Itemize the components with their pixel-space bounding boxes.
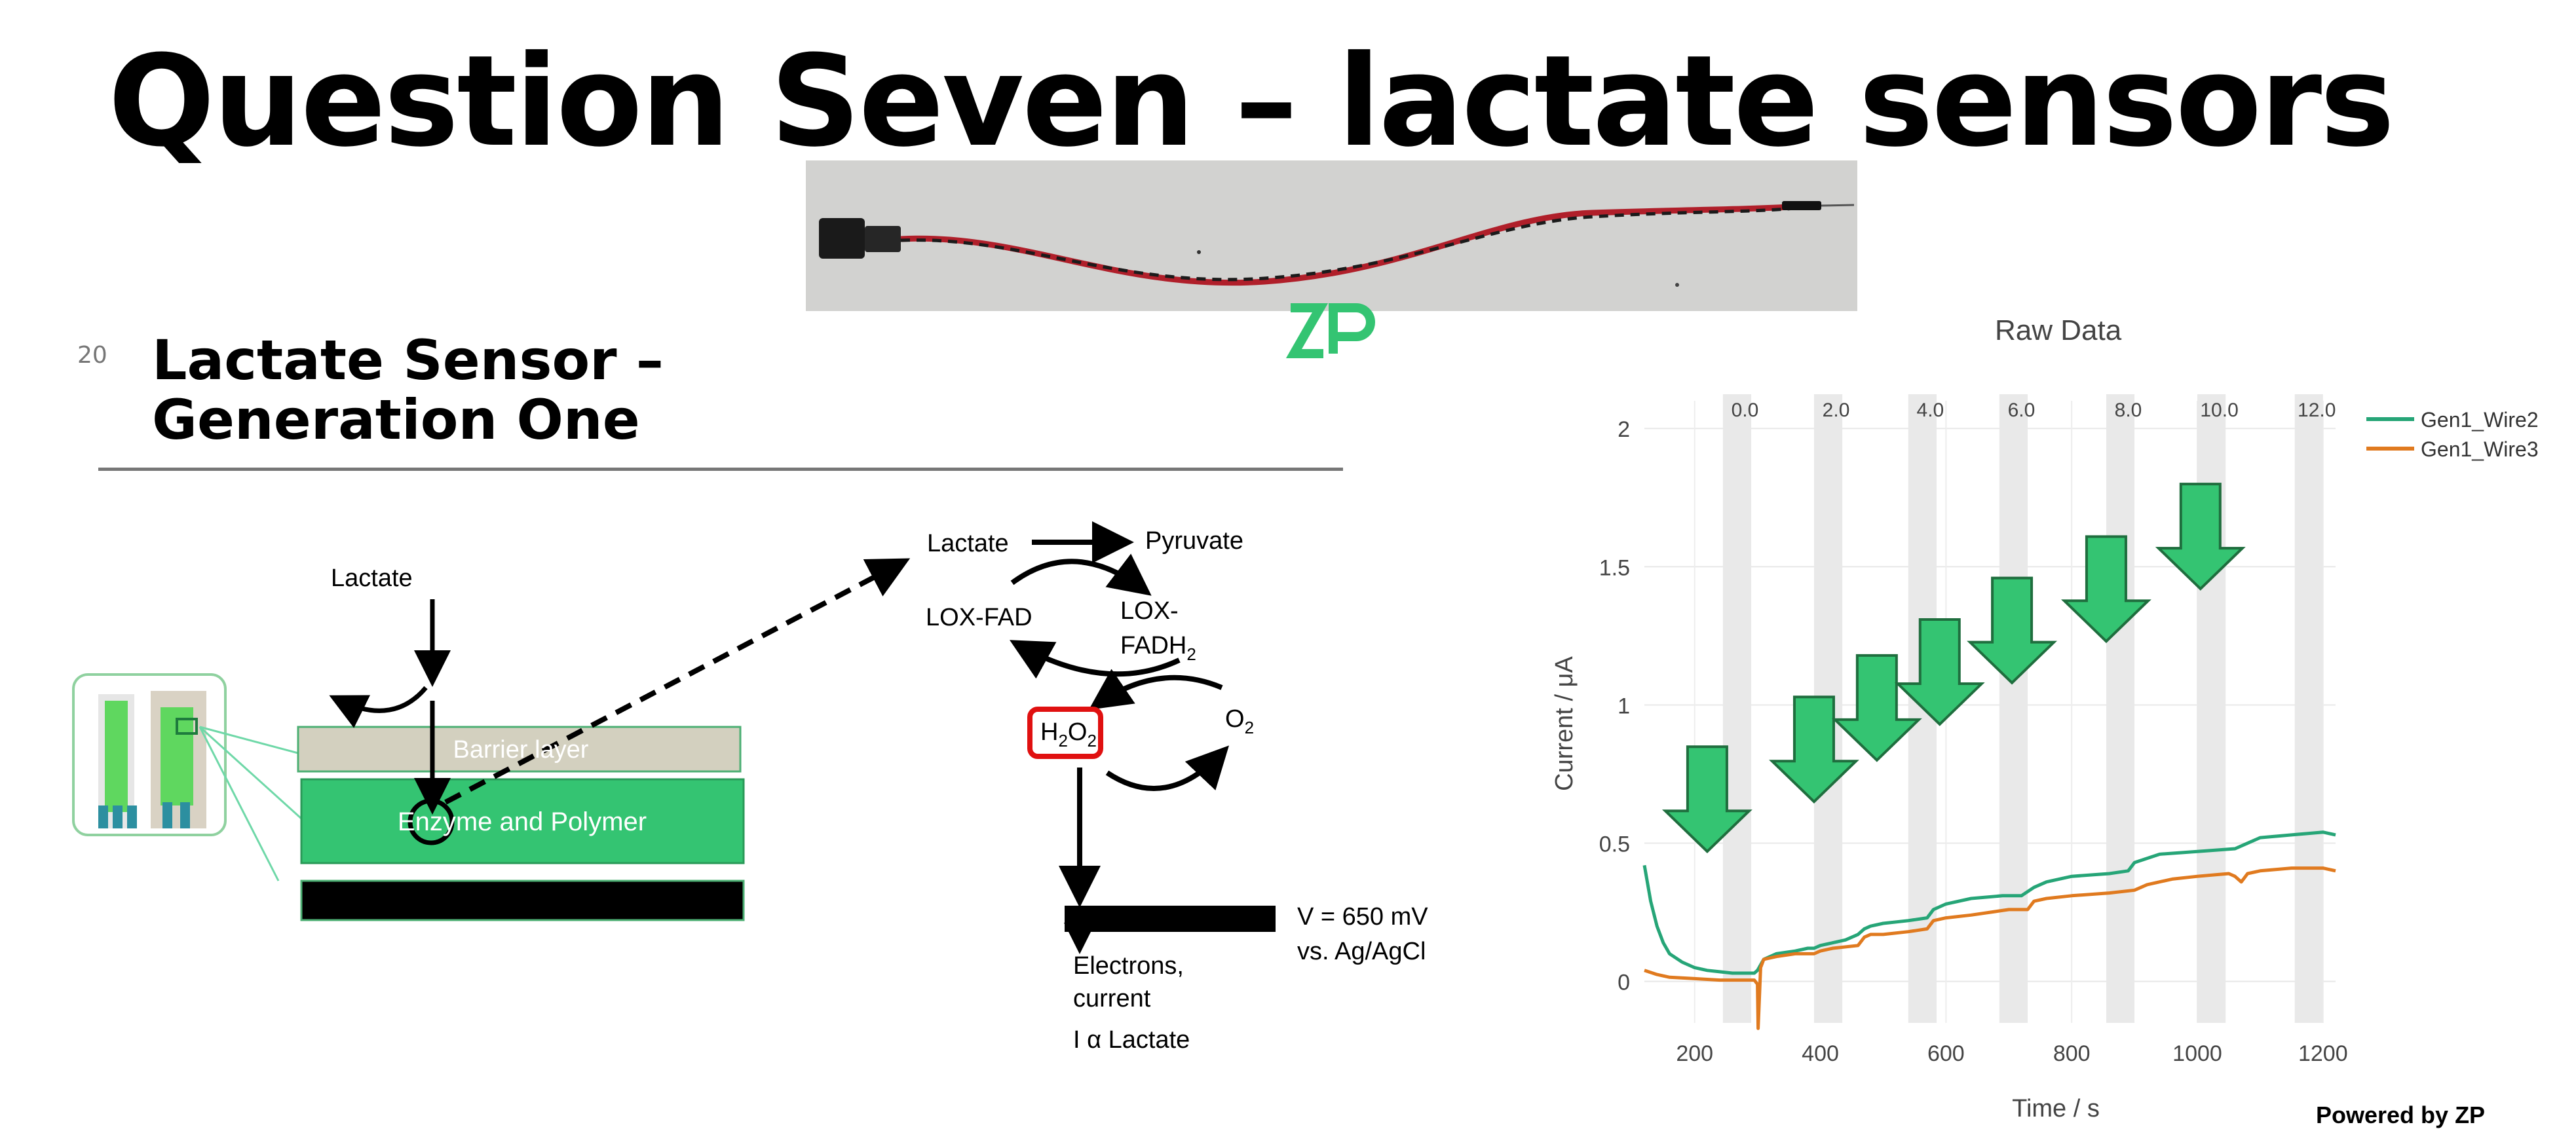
concentration-label: 0.0: [1732, 399, 1759, 421]
lox-fadh2-line1: LOX-: [1120, 597, 1179, 625]
concentration-band: [1999, 394, 2028, 1023]
barrier-layer-label: Barrier layer: [453, 736, 589, 764]
working-electrode: [1065, 906, 1276, 932]
chart-title: Raw Data: [1995, 314, 2122, 346]
lactate-input-label: Lactate: [331, 564, 413, 592]
enzyme-polymer-layer: [300, 778, 745, 864]
chart-series: [1642, 830, 2336, 1030]
subtitle-line-2: Generation One: [152, 387, 640, 452]
concentration-band: [2106, 394, 2135, 1023]
series-line-gen1-wire2: [1642, 830, 2336, 975]
x-tick-label: 800: [2053, 1041, 2091, 1066]
sensor-chip-thumbnail: [72, 673, 227, 836]
slide-number: 20: [77, 342, 107, 369]
title-divider: [98, 468, 1343, 471]
concentration-label: 6.0: [2008, 399, 2036, 421]
legend-label: Gen1_Wire3: [2421, 437, 2539, 461]
powered-by-footer: Powered by ZP: [2316, 1101, 2486, 1128]
x-tick-label: 600: [1927, 1041, 1965, 1066]
chart-ticks: 0 0.5 1 1.5 2 200 400 600 800 1000 1200: [1599, 417, 2348, 1066]
pyruvate-label: Pyruvate: [1145, 527, 1243, 555]
lox-fadh2-line2: FADH2: [1120, 632, 1196, 664]
y-tick-label: 0: [1618, 971, 1630, 995]
y-tick-label: 1.5: [1599, 555, 1630, 580]
addition-arrow-icon: [2155, 483, 2246, 591]
slide-title: Question Seven – lactate sensors: [108, 29, 2395, 175]
zp-logo-icon: [1285, 303, 1375, 358]
electrons-label-line1: Electrons,: [1073, 952, 1184, 980]
x-axis-label: Time / s: [2012, 1095, 2100, 1122]
x-tick-label: 200: [1676, 1041, 1713, 1066]
addition-arrow-icon: [1831, 654, 1922, 762]
addition-arrow-icon: [2060, 535, 2151, 644]
concentration-label: 10.0: [2200, 399, 2238, 421]
sensor-mechanism-diagram: Lactate Barrier layer Enzyme and Polymer…: [72, 521, 1428, 1054]
connector-plug: [819, 218, 865, 259]
lactate-reactant-label: Lactate: [927, 530, 1009, 557]
h2o2-label: H2O2: [1040, 718, 1097, 750]
o2-label: O2: [1225, 705, 1254, 737]
addition-arrow-icon: [1661, 745, 1752, 854]
addition-arrow-icon: [1967, 576, 2058, 685]
y-tick-label: 2: [1618, 417, 1630, 442]
concentration-label: 4.0: [1917, 399, 1944, 421]
subtitle-line-1: Lactate Sensor –: [152, 328, 664, 392]
addition-arrow-icon: [1894, 618, 1985, 726]
section-subtitle: Lactate Sensor – Generation One: [152, 331, 664, 449]
concentration-band: [1722, 394, 1752, 1023]
addition-arrows: [1661, 483, 2246, 854]
y-tick-label: 0.5: [1599, 832, 1630, 857]
electrode-layer: [300, 879, 745, 921]
proportional-label: I α Lactate: [1073, 1026, 1190, 1054]
voltage-label-line2: vs. Ag/AgCl: [1297, 938, 1426, 965]
h2o2-highlight-box: [1027, 707, 1103, 759]
addition-arrow-icon: [1769, 695, 1859, 804]
series-line-gen1-wire3: [1644, 866, 2336, 1030]
voltage-label-line1: V = 650 mV: [1297, 903, 1428, 931]
concentration-label: 12.0: [2298, 399, 2336, 421]
x-tick-label: 1000: [2172, 1041, 2222, 1066]
concentration-label: 2.0: [1823, 399, 1850, 421]
concentration-band: [2294, 394, 2323, 1023]
y-tick-label: 1: [1618, 694, 1630, 718]
sensor-cable-photo: [806, 160, 1857, 311]
concentration-label: 8.0: [2115, 399, 2142, 421]
y-axis-label: Current / μA: [1551, 656, 1578, 791]
lox-fad-label: LOX-FAD: [926, 604, 1032, 631]
electrons-label-line2: current: [1073, 985, 1151, 1012]
legend-label: Gen1_Wire2: [2421, 408, 2539, 432]
enzyme-polymer-label: Enzyme and Polymer: [398, 807, 647, 836]
x-tick-label: 400: [1802, 1041, 1839, 1066]
x-tick-label: 1200: [2298, 1041, 2348, 1066]
